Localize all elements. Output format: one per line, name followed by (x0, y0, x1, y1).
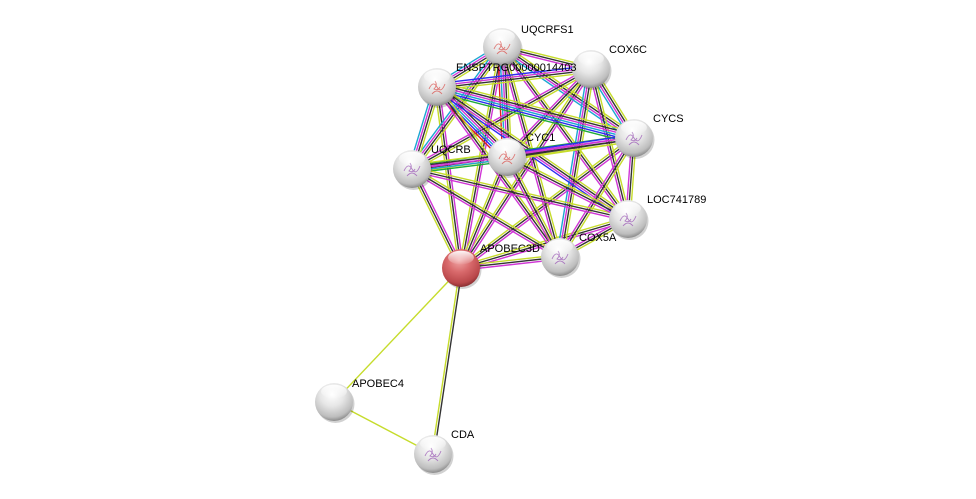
edge-line-experiments (436, 67, 591, 87)
edge-apobec3d-apobec4[interactable] (333, 267, 462, 403)
edge-line-textmining (507, 140, 635, 161)
node-cox6c[interactable]: COX6C (572, 44, 647, 90)
edge-line-textmining (412, 166, 629, 218)
edge-uqcrb-cox5a[interactable] (410, 166, 562, 260)
node-label: COX5A (579, 232, 617, 244)
node-highlight (424, 69, 450, 84)
edge-line-textmining (507, 154, 630, 218)
node-uqcrb[interactable]: UQCRB (393, 144, 471, 190)
edge-line-coexpression (411, 68, 592, 170)
edge-line-cooccurrence (436, 65, 591, 85)
edge-line-textmining (412, 166, 562, 256)
node-highlight (448, 250, 474, 265)
edge-line-experiments (411, 170, 628, 222)
edge-line-experiments (437, 85, 635, 138)
edge-apobec3d-cda[interactable] (431, 267, 463, 455)
edge-line-databases (436, 87, 634, 140)
edge-line-coexpression (507, 138, 635, 159)
node-highlight (615, 201, 641, 216)
edge-line-cooccurrence (506, 134, 634, 155)
edge-line-textmining (434, 87, 460, 269)
node-apobec3d[interactable]: APOBEC3D (442, 243, 540, 289)
edge-line-textmining (414, 48, 506, 172)
node-highlight (621, 120, 647, 135)
node-highlight (494, 139, 520, 154)
node-label: CYCS (653, 113, 684, 125)
node-label: ENSPTRG00000014403 (456, 62, 576, 74)
edge-line-coexpression (590, 68, 629, 220)
edge-line-coexpression (460, 218, 629, 269)
edge-line-textmining (458, 67, 590, 268)
edge-cox6c-ensptrg00000014403[interactable] (436, 65, 592, 91)
node-cox5a[interactable]: COX5A (541, 232, 617, 278)
node-cyc1[interactable]: CYC1 (488, 132, 555, 178)
node-label: APOBEC3D (480, 243, 540, 255)
edge-line-textmining (592, 68, 631, 219)
edge-line-textmining (412, 70, 593, 172)
edge-line-cooccurrence (435, 89, 634, 142)
edge-line-experiments (506, 136, 634, 157)
node-label: APOBEC4 (352, 378, 404, 390)
edge-line-coexpression (437, 83, 636, 136)
node-highlight (578, 51, 604, 66)
node-label: UQCRB (431, 144, 471, 156)
edge-line-coexpression (437, 69, 592, 89)
edge-line-textmining (438, 80, 636, 134)
edge-line-experiments (410, 66, 591, 168)
edges-layer (333, 43, 638, 455)
node-apobec4[interactable]: APOBEC4 (315, 378, 404, 423)
edge-line-textmining (503, 45, 631, 219)
edge-uqcrfs1-uqcrb[interactable] (408, 44, 506, 172)
edge-ensptrg00000014403-cycs[interactable] (435, 80, 636, 145)
node-label: UQCRFS1 (521, 24, 574, 36)
node-label: LOC741789 (647, 194, 706, 206)
edge-line-coexpression (433, 268, 463, 455)
edge-line-textmining (431, 267, 461, 454)
edge-line-textmining (333, 267, 462, 403)
node-highlight (420, 436, 446, 451)
edge-line-experiments (461, 139, 636, 271)
edge-line-experiments (410, 170, 560, 260)
edge-line-experiments (558, 68, 591, 257)
edge-line-textmining (508, 70, 594, 160)
edge-line-coexpression (411, 168, 561, 258)
edge-cycs-cyc1[interactable] (506, 134, 635, 161)
edge-line-experiments (557, 136, 633, 257)
node-highlight (489, 29, 515, 44)
edge-line-experiments (499, 47, 627, 221)
edge-cyc1-loc741789[interactable] (505, 154, 630, 222)
edge-line-databases (556, 68, 589, 257)
edge-line-experiments (505, 158, 628, 222)
node-label: COX6C (609, 44, 647, 56)
edge-line-experiments (434, 87, 559, 259)
edge-cox6c-uqcrb[interactable] (410, 66, 593, 172)
edge-cycs-cox5a[interactable] (557, 136, 637, 259)
node-cycs[interactable]: CYCS (615, 113, 684, 159)
node-highlight (547, 239, 573, 254)
node-cda[interactable]: CDA (414, 429, 475, 475)
node-highlight (399, 151, 425, 166)
edge-line-coexpression (506, 156, 629, 220)
node-ensptrg00000014403[interactable]: ENSPTRG00000014403 (418, 62, 576, 108)
edge-line-coexpression (559, 137, 635, 258)
node-uqcrfs1[interactable]: UQCRFS1 (483, 24, 574, 68)
edge-line-neighborhood (435, 91, 633, 145)
node-label: CYC1 (526, 132, 555, 144)
edge-line-textmining (562, 69, 595, 258)
edge-line-textmining (561, 138, 637, 259)
edge-cox6c-cox5a[interactable] (556, 68, 595, 258)
edge-line-coexpression (560, 69, 593, 258)
edge-line-experiments (438, 86, 464, 268)
node-loc741789[interactable]: LOC741789 (609, 194, 706, 240)
edge-line-textmining (460, 216, 628, 267)
node-highlight (321, 384, 347, 399)
edge-line-textmining (503, 43, 637, 136)
node-label: CDA (451, 429, 475, 441)
edge-line-textmining (437, 71, 592, 91)
edge-line-coexpression (411, 168, 629, 220)
edge-uqcrb-loc741789[interactable] (411, 166, 629, 222)
